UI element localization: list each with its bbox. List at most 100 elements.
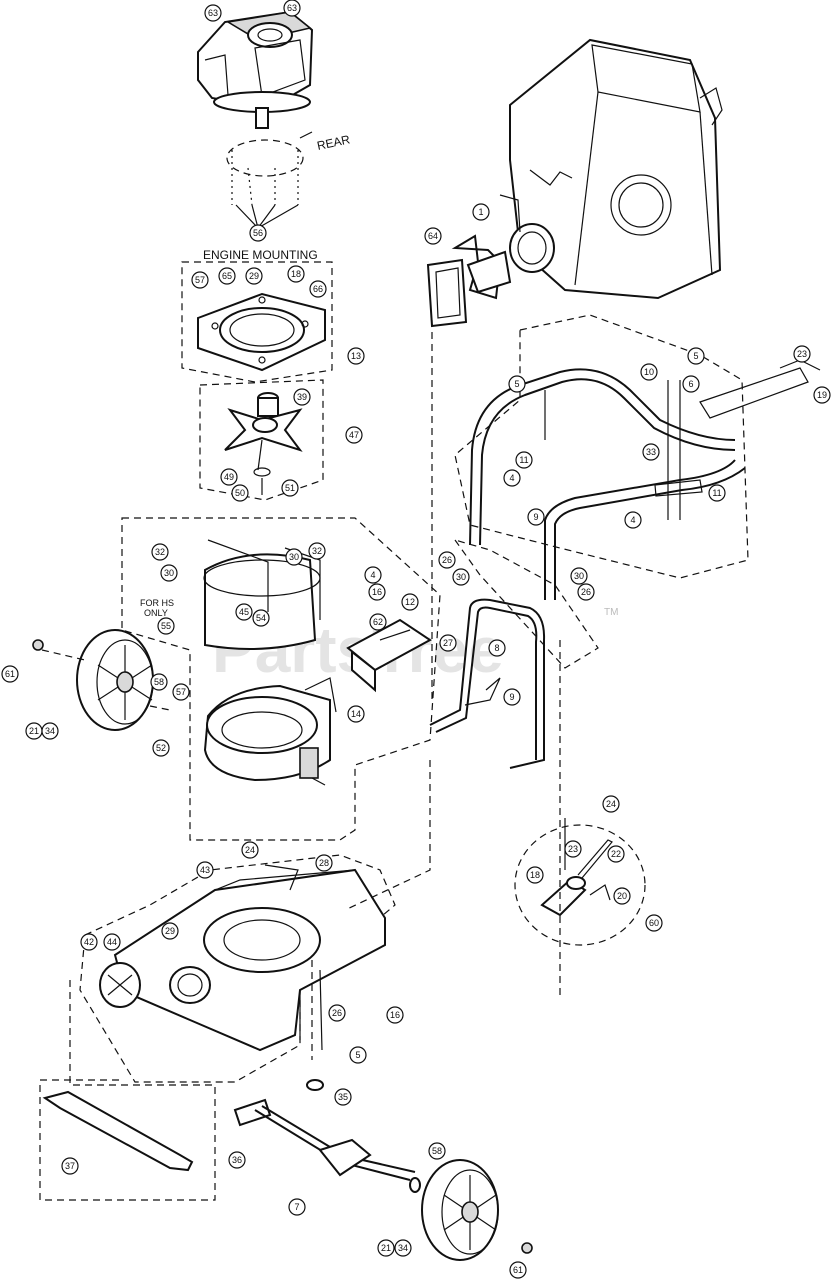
callout-65: 65: [218, 267, 236, 285]
callout-8: 8: [488, 639, 506, 657]
callout-circle: [218, 267, 236, 285]
callout-circle: [438, 551, 456, 569]
callout-66: 66: [309, 280, 327, 298]
callout-circle: [196, 861, 214, 879]
callout-number: 23: [568, 844, 578, 854]
callout-number: 57: [195, 275, 205, 285]
callout-circle: [228, 1151, 246, 1169]
engine-bolt-pattern: [226, 131, 313, 229]
callout-circle: [161, 922, 179, 940]
side-bracket: [346, 618, 432, 693]
callout-circle: [526, 866, 544, 884]
callout-circle: [231, 484, 249, 502]
callout-30: 30: [570, 567, 588, 585]
callout-11: 11: [708, 484, 726, 502]
callout-20: 20: [613, 887, 631, 905]
callout-63: 63: [283, 0, 301, 17]
callout-number: 61: [5, 669, 15, 679]
callout-24: 24: [602, 795, 620, 813]
callout-5: 5: [508, 375, 526, 393]
callout-number: 42: [84, 937, 94, 947]
callout-circle: [309, 280, 327, 298]
callout-62: 62: [369, 613, 387, 631]
callout-number: 61: [513, 1265, 523, 1275]
callout-circle: [308, 542, 326, 560]
callout-number: 50: [235, 488, 245, 498]
callout-circle: [452, 568, 470, 586]
callout-number: 5: [355, 1050, 360, 1060]
callout-circle: [315, 854, 333, 872]
callout-57: 57: [191, 271, 209, 289]
callout-34: 34: [41, 722, 59, 740]
axle-assembly: [233, 1079, 421, 1193]
callout-circle: [328, 1004, 346, 1022]
callout-5: 5: [349, 1046, 367, 1064]
callout-number: 22: [611, 849, 621, 859]
callout-circle: [235, 603, 253, 621]
height-adjuster: [540, 818, 613, 917]
callout-circle: [377, 1239, 395, 1257]
callout-33: 33: [642, 443, 660, 461]
engine: [197, 10, 314, 129]
callout-21: 21: [25, 722, 43, 740]
callout-43: 43: [196, 861, 214, 879]
trademark-text: TM: [604, 607, 618, 618]
callout-circle: [1, 665, 19, 683]
callout-6: 6: [682, 375, 700, 393]
callout-number: 63: [208, 8, 218, 18]
callout-circle: [41, 722, 59, 740]
callout-49: 49: [220, 468, 238, 486]
callout-circle: [369, 613, 387, 631]
rear-label: REAR: [316, 132, 352, 153]
callout-52: 52: [152, 739, 170, 757]
callout-circle: [252, 609, 270, 627]
nut-61-top: [32, 639, 44, 651]
callout-9: 9: [527, 508, 545, 526]
callout-number: 16: [390, 1010, 400, 1020]
callout-4: 4: [364, 566, 382, 584]
callout-28: 28: [315, 854, 333, 872]
callout-number: 30: [574, 571, 584, 581]
callout-55: 55: [157, 617, 175, 635]
callout-number: 49: [224, 472, 234, 482]
callout-number: 20: [617, 891, 627, 901]
callout-circle: [682, 375, 700, 393]
deck: [99, 864, 386, 1052]
wheel-left-axis: [41, 649, 171, 711]
callout-16: 16: [386, 1006, 404, 1024]
deck-sub-boundary: [39, 980, 216, 1201]
callout-58: 58: [150, 673, 168, 691]
callout-number: 26: [442, 555, 452, 565]
callout-12: 12: [401, 593, 419, 611]
callout-number: 24: [245, 845, 255, 855]
callout-circle: [687, 347, 705, 365]
mounting-plate: [197, 292, 326, 372]
blower-housing: [203, 677, 337, 786]
callout-circle: [508, 375, 526, 393]
callout-5: 5: [687, 347, 705, 365]
callout-circle: [288, 1198, 306, 1216]
callout-number: 65: [222, 271, 232, 281]
callout-circle: [285, 548, 303, 566]
nut-61-bottom: [521, 1242, 533, 1254]
wheel-right: [421, 1159, 499, 1261]
callout-circle: [364, 566, 382, 584]
discharge-chute: [426, 234, 512, 328]
callout-number: 64: [428, 231, 438, 241]
upper-handle: [469, 359, 821, 600]
callout-37: 37: [61, 1157, 79, 1175]
callout-64: 64: [424, 227, 442, 245]
callout-circle: [424, 227, 442, 245]
callout-number: 66: [313, 284, 323, 294]
callout-number: 33: [646, 447, 656, 457]
callout-61: 61: [509, 1261, 527, 1279]
callout-circle: [347, 347, 365, 365]
callout-42: 42: [80, 933, 98, 951]
callout-circle: [220, 468, 238, 486]
handle-boundary: [454, 314, 749, 579]
callout-29: 29: [245, 267, 263, 285]
callout-circle: [488, 639, 506, 657]
callout-45: 45: [235, 603, 253, 621]
callout-26: 26: [328, 1004, 346, 1022]
